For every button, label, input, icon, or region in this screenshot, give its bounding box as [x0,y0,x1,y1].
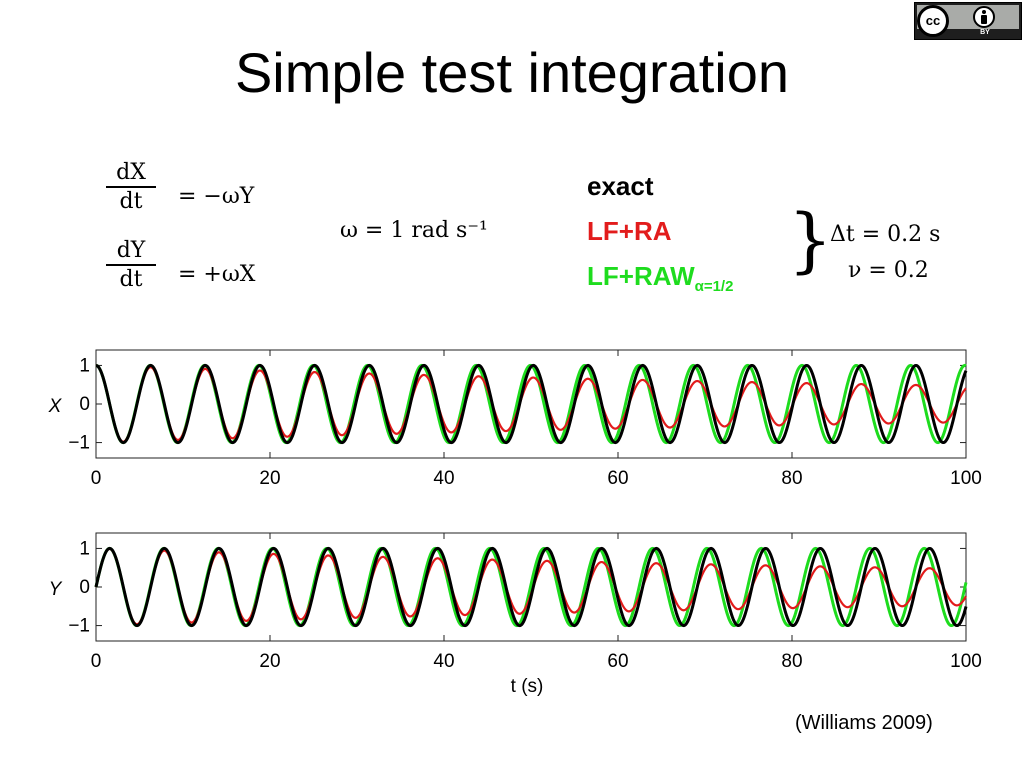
x-tick-label: 60 [607,468,628,489]
dt-denominator: dt [119,188,143,214]
x-tick-label: 20 [259,651,280,672]
timestep-param: Δt = 0.2 s [830,222,941,247]
x-tick-label: 80 [781,468,802,489]
x-tick-label: 20 [259,468,280,489]
y-tick-label: 1 [79,355,90,376]
legend-lf-ra: LF+RA [587,216,672,246]
nu-param: ν = 0.2 [848,258,929,283]
x-tick-label: 100 [950,651,982,672]
legend-lf-raw-label: LF+RAW [587,261,695,291]
dx-dt-fraction: dX dt [106,160,156,214]
series-line-exact [95,363,968,445]
y-tick-label: 0 [79,394,90,415]
cc-by-license-badge: cc BY [914,2,1022,40]
slide-title: Simple test integration [234,41,790,104]
dy-numerator: dY [116,238,146,263]
x-tick-label: 0 [91,468,102,489]
x-tick-label: 40 [433,651,454,672]
x-tick-label: 40 [433,468,454,489]
citation: (Williams 2009) [795,712,933,734]
y-tick-label: −1 [68,433,90,454]
x-tick-label: 0 [91,651,102,672]
y-tick-label: 0 [79,577,90,598]
dx-numerator: dX [116,160,146,185]
x-tick-label: 60 [607,651,628,672]
cc-icon: cc [917,5,949,37]
x-tick-label: 80 [781,651,802,672]
y-axis-label: X [48,396,63,417]
omega-definition: ω = 1 rad s⁻¹ [340,218,488,243]
series-line-exact [94,546,968,628]
y-tick-label: −1 [68,616,90,637]
x-axis-label: t (s) [511,676,544,697]
legend-exact: exact [587,171,654,201]
right-brace: } [788,199,833,281]
by-label: BY [980,29,990,36]
dt-denominator: dt [119,266,143,292]
x-equation-rhs: = −ωY [178,184,255,209]
legend-lf-raw-subscript: α=1/2 [694,278,734,296]
y-tick-label: 1 [79,538,90,559]
dy-dt-fraction: dY dt [106,238,156,292]
y-axis-label: Y [49,579,63,600]
attribution-person-icon [973,6,995,28]
x-tick-label: 100 [950,468,982,489]
legend-lf-raw: LF+RAWα=1/2 [587,261,733,295]
y-equation-rhs: = +ωX [178,262,256,287]
